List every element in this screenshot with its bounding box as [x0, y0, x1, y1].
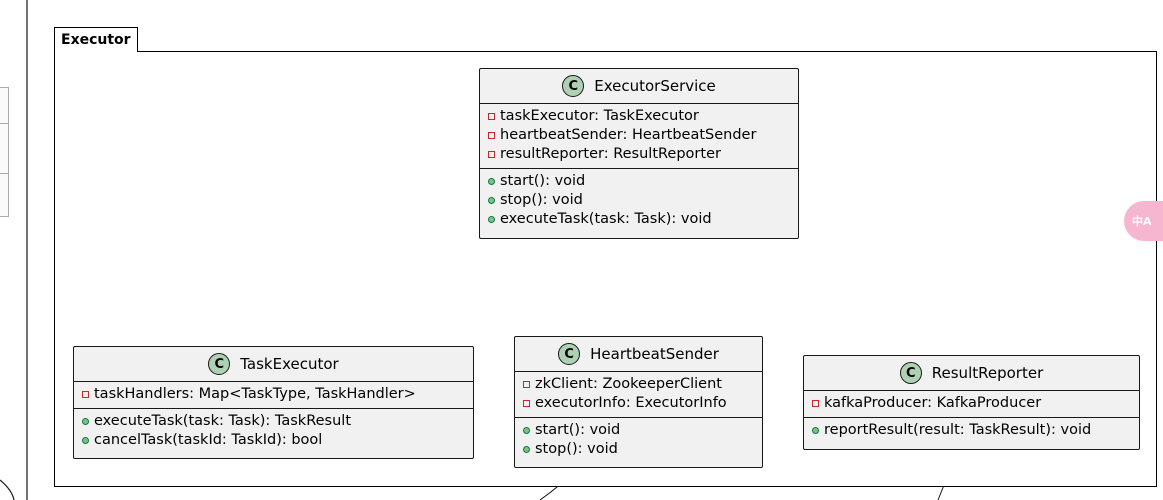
class-result-reporter[interactable]: C ResultReporter kafkaProducer: KafkaPro… [803, 355, 1140, 450]
class-stereotype-icon: C [558, 343, 581, 365]
private-visibility-icon [488, 132, 495, 139]
method-row: stop(): void [523, 440, 756, 459]
field-row: taskExecutor: TaskExecutor [488, 107, 792, 126]
class-stereotype-icon: C [899, 362, 922, 384]
class-name: TaskExecutor [240, 354, 339, 373]
field-text: executorInfo: ExecutorInfo [535, 395, 727, 411]
method-row: executeTask(task: Task): TaskResult [82, 412, 467, 431]
class-name: ResultReporter [931, 363, 1044, 382]
field-row: zkClient: ZookeeperClient [523, 375, 756, 394]
class-methods: reportResult(result: TaskResult): void [804, 417, 1139, 444]
field-text: resultReporter: ResultReporter [500, 146, 721, 162]
class-heartbeat-sender[interactable]: C HeartbeatSender zkClient: ZookeeperCli… [514, 336, 763, 468]
method-text: start(): void [500, 173, 586, 189]
public-visibility-icon [812, 427, 819, 434]
class-executor-service[interactable]: C ExecutorService taskExecutor: TaskExec… [479, 68, 799, 239]
offscreen-class-fragment [0, 87, 9, 217]
field-text: taskHandlers: Map<TaskType, TaskHandler> [94, 386, 416, 402]
public-visibility-icon [488, 178, 495, 185]
class-stereotype-icon: C [208, 353, 231, 375]
class-header: C ExecutorService [480, 69, 798, 104]
private-visibility-icon [812, 400, 819, 407]
method-row: cancelTask(taskId: TaskId): bool [82, 431, 467, 450]
outer-frame-curve [0, 479, 15, 500]
method-text: executeTask(task: Task): TaskResult [94, 413, 351, 429]
class-name: HeartbeatSender [590, 344, 719, 363]
class-methods: executeTask(task: Task): TaskResult canc… [74, 408, 473, 454]
method-row: start(): void [523, 421, 756, 440]
method-row: executeTask(task: Task): void [488, 210, 792, 229]
public-visibility-icon [523, 446, 530, 453]
class-stereotype-icon: C [562, 75, 585, 97]
translate-icon[interactable]: 中A [1124, 201, 1163, 241]
public-visibility-icon [488, 216, 495, 223]
class-fields: zkClient: ZookeeperClient executorInfo: … [515, 372, 762, 417]
private-visibility-icon [82, 391, 89, 398]
field-row: kafkaProducer: KafkaProducer [812, 394, 1133, 413]
method-text: start(): void [535, 422, 621, 438]
method-row: stop(): void [488, 191, 792, 210]
method-text: stop(): void [500, 192, 583, 208]
class-header: C ResultReporter [804, 356, 1139, 391]
method-text: reportResult(result: TaskResult): void [824, 422, 1092, 438]
private-visibility-icon [488, 113, 495, 120]
field-row: executorInfo: ExecutorInfo [523, 394, 756, 413]
package-tab: Executor [54, 27, 138, 52]
class-header: C HeartbeatSender [515, 337, 762, 372]
class-methods: start(): void stop(): void executeTask(t… [480, 168, 798, 233]
class-fields: taskExecutor: TaskExecutor heartbeatSend… [480, 104, 798, 168]
public-visibility-icon [488, 197, 495, 204]
public-visibility-icon [82, 418, 89, 425]
class-task-executor[interactable]: C TaskExecutor taskHandlers: Map<TaskTyp… [73, 346, 474, 459]
package-name: Executor [61, 32, 131, 48]
class-header: C TaskExecutor [74, 347, 473, 382]
class-fields: kafkaProducer: KafkaProducer [804, 391, 1139, 417]
method-text: executeTask(task: Task): void [500, 211, 712, 227]
method-text: cancelTask(taskId: TaskId): bool [94, 432, 323, 448]
method-row: reportResult(result: TaskResult): void [812, 421, 1133, 440]
method-row: start(): void [488, 172, 792, 191]
private-visibility-icon [488, 151, 495, 158]
private-visibility-icon [523, 400, 530, 407]
method-text: stop(): void [535, 441, 618, 457]
translate-badge-label: 中A [1132, 215, 1152, 228]
class-name: ExecutorService [594, 76, 716, 95]
public-visibility-icon [523, 427, 530, 434]
private-visibility-icon [523, 381, 530, 388]
field-row: taskHandlers: Map<TaskType, TaskHandler> [82, 385, 467, 404]
field-row: resultReporter: ResultReporter [488, 145, 792, 164]
public-visibility-icon [82, 437, 89, 444]
field-text: taskExecutor: TaskExecutor [500, 108, 699, 124]
class-methods: start(): void stop(): void [515, 417, 762, 463]
class-fields: taskHandlers: Map<TaskType, TaskHandler> [74, 382, 473, 408]
field-row: heartbeatSender: HeartbeatSender [488, 126, 792, 145]
field-text: kafkaProducer: KafkaProducer [824, 395, 1042, 411]
field-text: zkClient: ZookeeperClient [535, 376, 722, 392]
field-text: heartbeatSender: HeartbeatSender [500, 127, 757, 143]
